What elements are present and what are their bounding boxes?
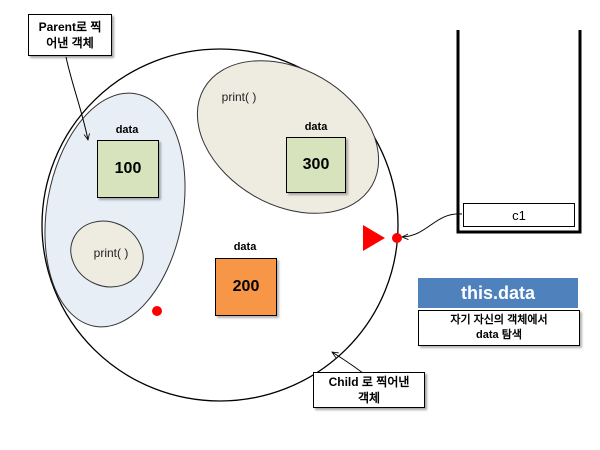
parent-print-ellipse [70, 220, 144, 288]
this-data-description: 자기 자신의 객체에서 data 탐색 [418, 310, 580, 346]
reference-arrow [402, 213, 463, 237]
child-boundary-marker [392, 233, 402, 243]
child-print-method: print( ) [221, 90, 257, 104]
stack-reference-c1: c1 [463, 203, 575, 227]
parent-callout-line1: Parent로 찍 [38, 20, 102, 34]
third-data-label: data [304, 121, 328, 133]
child-data-box: 200 [215, 258, 277, 316]
parent-data-label: data [115, 124, 139, 136]
child-callout-line1: Child 로 찍어낸 [328, 375, 410, 389]
this-data-desc-line2: data 탐색 [476, 329, 522, 341]
parent-print-method: print( ) [93, 246, 129, 260]
child-data-label: data [233, 241, 257, 253]
this-data-title: this.data [418, 278, 578, 308]
this-data-desc-line1: 자기 자신의 객체에서 [450, 314, 548, 326]
parent-callout-line2: 어낸 객체 [46, 36, 94, 50]
search-direction-triangle [363, 225, 385, 251]
child-callout-line2: 객체 [357, 391, 381, 405]
parent-boundary-marker [152, 306, 162, 316]
parent-callout: Parent로 찍 어낸 객체 [28, 14, 112, 56]
third-data-box: 300 [286, 137, 346, 193]
parent-data-box: 100 [97, 140, 159, 198]
child-callout: Child 로 찍어낸 객체 [313, 372, 425, 408]
parent-callout-pointer [65, 56, 88, 140]
stack-container [456, 30, 582, 234]
